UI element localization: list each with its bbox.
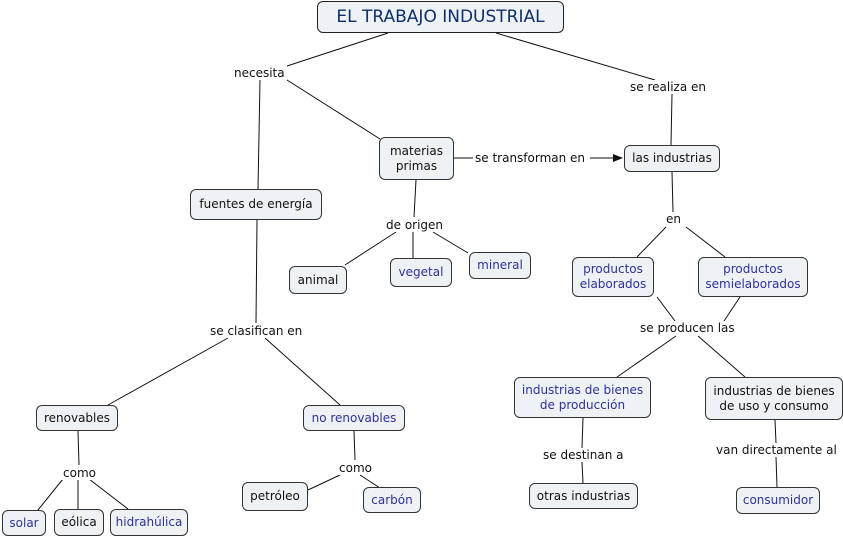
edge-se-realiza-industrias <box>670 93 673 146</box>
edge-en-semielaborados <box>685 226 726 258</box>
link-se-clasifican-en: se clasifican en <box>208 324 305 338</box>
map-title: EL TRABAJO INDUSTRIAL <box>317 1 564 33</box>
edge-fuentes-clasifican <box>255 219 258 324</box>
edge-bienes-uso-van <box>774 419 777 444</box>
edge-origen-mineral <box>432 231 469 254</box>
link-se-transforman-en: se transforman en <box>473 151 588 165</box>
link-de-origen: de origen <box>384 218 446 232</box>
edge-semielaborados-producen <box>723 296 741 322</box>
edge-como2-petroleo <box>307 474 341 491</box>
link-se-producen-las: se producen las <box>638 321 737 335</box>
edge-clasifican-renovables <box>107 337 229 406</box>
node-las-industrias: las industrias <box>624 145 720 172</box>
edge-producen-bienes-prod <box>616 335 677 378</box>
link-como-1: como <box>61 466 98 480</box>
node-productos-semielaborados: productos semielaborados <box>698 257 808 297</box>
edge-renovables-como <box>77 430 80 466</box>
edge-destinan-otras <box>581 461 584 484</box>
node-otras-industrias: otras industrias <box>529 483 638 509</box>
node-petroleo: petróleo <box>242 482 308 511</box>
link-en: en <box>664 212 683 226</box>
edge-title-necesita <box>286 32 389 67</box>
node-materias-primas: materias primas <box>379 137 454 180</box>
link-van-directamente-al: van directamente al <box>714 443 839 457</box>
node-no-renovables: no renovables <box>303 405 405 431</box>
edge-como-hidrahulica <box>88 478 129 510</box>
link-necesita: necesita <box>232 66 287 80</box>
node-mineral: mineral <box>469 252 531 279</box>
edge-industrias-en <box>671 171 674 213</box>
node-bienes-uso-consumo: industrias de bienes de uso y consumo <box>705 377 843 420</box>
node-solar: solar <box>2 510 46 536</box>
node-productos-elaborados: productos elaborados <box>572 257 654 297</box>
edge-clasifican-no-renovables <box>264 337 341 406</box>
node-vegetal: vegetal <box>390 258 452 287</box>
edge-como-solar <box>37 478 64 511</box>
edge-necesita-materias <box>286 79 381 140</box>
node-carbon: carbón <box>363 487 421 513</box>
edge-no-renovables-como <box>353 430 356 461</box>
link-se-destinan-a: se destinan a <box>541 448 626 462</box>
edge-van-consumidor <box>775 456 778 488</box>
edge-en-elaborados <box>636 226 667 258</box>
node-eolica: eólica <box>54 509 104 536</box>
node-bienes-produccion: industrias de bienes de producción <box>514 377 651 418</box>
node-hidrahulica: hidrahúlica <box>110 509 188 536</box>
edge-elaborados-producen <box>656 296 676 322</box>
edge-como2-carbon <box>359 474 381 489</box>
node-fuentes-energia: fuentes de energía <box>190 189 322 220</box>
link-como-2: como <box>337 461 374 475</box>
edge-origen-animal <box>344 231 397 266</box>
node-animal: animal <box>289 266 347 294</box>
node-renovables: renovables <box>36 405 118 431</box>
edge-bienes-prod-destinan <box>581 417 584 449</box>
edge-materias-origen <box>413 179 417 218</box>
link-se-realiza-en: se realiza en <box>628 80 708 94</box>
edge-necesita-fuentes <box>257 79 261 190</box>
edge-producen-bienes-uso <box>697 335 746 378</box>
edge-title-se-realiza <box>495 32 656 81</box>
node-consumidor: consumidor <box>736 487 820 514</box>
